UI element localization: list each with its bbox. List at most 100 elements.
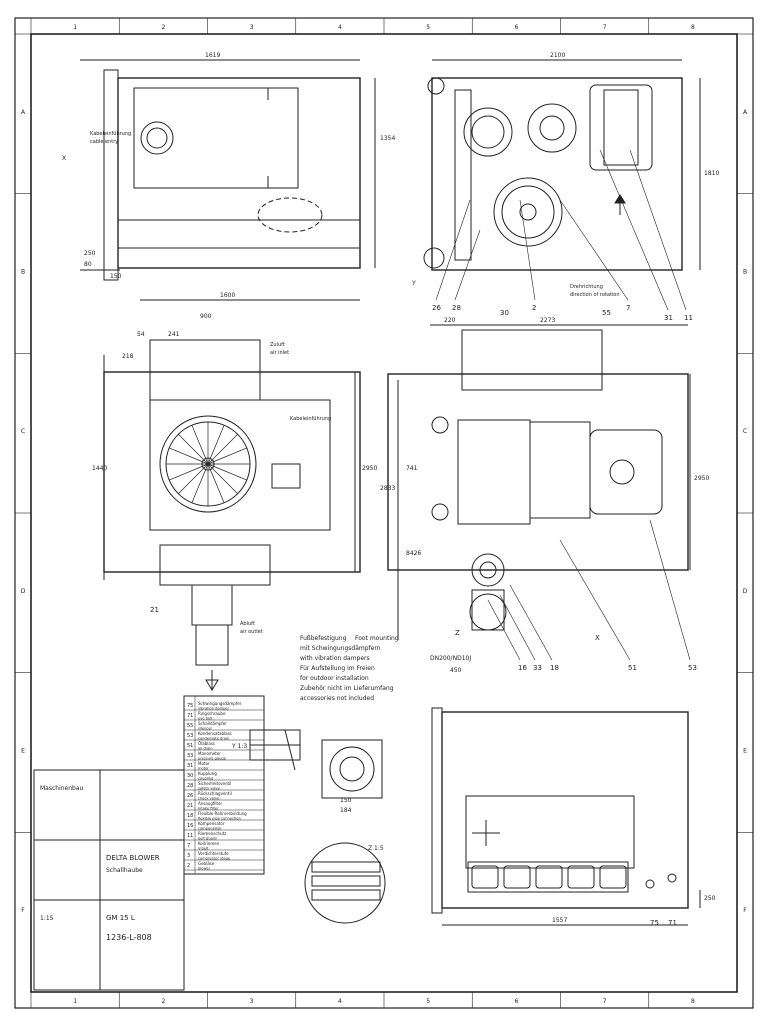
mark-z: Z — [455, 629, 460, 637]
label-cable-entry-de: Kabeleinführung — [90, 131, 131, 137]
grid-label-bottom: 2 — [161, 998, 165, 1005]
parts-row-desc-en: flexible pipe connection — [198, 817, 241, 821]
grid-label-left: A — [21, 109, 26, 116]
parts-row-desc: Riemenschutz — [198, 831, 226, 836]
parts-row-pos: 75 — [187, 703, 193, 709]
dim-mid-a: 900 — [200, 313, 212, 320]
view-bottom-right — [431, 707, 701, 926]
view-front-right — [423, 59, 701, 271]
note-line-7: Zubehör nicht im Lieferumfang — [300, 685, 394, 692]
parts-row-desc: Ölablass — [198, 741, 215, 746]
parts-row-desc-en: coupling — [198, 777, 213, 781]
grid-label-bottom: 1 — [73, 998, 77, 1005]
fan-spoke — [169, 447, 209, 465]
mark-x-top: X — [62, 155, 66, 162]
pos-71: 71 — [668, 919, 677, 927]
parts-row-desc-en: motor — [198, 767, 209, 771]
view-side-left — [80, 59, 376, 281]
parts-row-desc: Kupplung — [198, 771, 217, 776]
grid-label-right: A — [743, 109, 748, 116]
pos-30: 30 — [500, 309, 509, 317]
pos-11: 11 — [684, 314, 693, 322]
label-cable-entry-mid: Kabeleinführung — [290, 416, 331, 422]
parts-row-desc: Keilriemen — [198, 841, 220, 846]
parts-row-pos: 21 — [187, 803, 193, 809]
title-block — [33, 769, 185, 991]
grid-label-bottom: 8 — [691, 998, 695, 1005]
parts-row-desc: Kompensator — [198, 821, 225, 826]
dim-height-right: 1810 — [704, 170, 719, 177]
grid-label-bottom: 5 — [426, 998, 430, 1005]
fan-spoke — [178, 434, 209, 465]
parts-row-pos: 16 — [187, 823, 193, 829]
parts-row-desc-en: safety valve — [198, 787, 221, 791]
parts-row-desc: Sicherheitsventil — [198, 781, 231, 786]
callouts-mid — [487, 519, 691, 661]
parts-row-desc: Gebläse — [198, 861, 215, 866]
parts-row-desc-en: intake filter — [198, 807, 219, 811]
dim-r4: 2833 — [380, 485, 395, 492]
parts-row-desc-en: pressure gauge — [198, 757, 227, 761]
parts-row-desc-en: check valve — [198, 797, 220, 801]
grid-label-right: C — [743, 428, 747, 435]
pos-75: 75 — [650, 919, 659, 927]
pos-21: 21 — [150, 606, 159, 614]
dim-mid-d: 218 — [122, 353, 134, 360]
dim-height-left: 1354 — [380, 135, 395, 142]
notes-block: Fußbefestigung Foot mounting mit Schwing… — [300, 635, 399, 702]
fan-spoke — [207, 463, 247, 481]
tb-title2: Schallhaube — [106, 867, 143, 874]
parts-row-pos: 3 — [187, 853, 190, 859]
dim-bottom-h: 250 — [704, 895, 716, 902]
pos-2: 2 — [532, 304, 536, 312]
parts-row-desc: Verdichterstufe — [198, 851, 229, 856]
fan-spoke — [191, 425, 209, 465]
parts-row-desc-en: eye bolt — [198, 717, 213, 721]
grid-label-left: D — [21, 588, 26, 595]
note-line-2: Foot mounting — [355, 635, 399, 642]
grid-label-right: F — [743, 907, 747, 914]
pos-18: 18 — [550, 664, 559, 672]
grid-label-bottom: 3 — [250, 998, 254, 1005]
note-line-6: for outdoor installation — [300, 675, 369, 682]
label-supply-de: Zuluft — [270, 342, 285, 348]
callouts-top — [435, 149, 687, 311]
note-line-5: Für Aufstellung im Freien — [300, 665, 375, 672]
fan-spoke — [207, 463, 225, 503]
tb-title1: DELTA BLOWER — [106, 854, 160, 862]
pos-31: 31 — [664, 314, 673, 322]
grid-label-top: 6 — [514, 24, 518, 31]
detail-z-label: Z 1:5 — [368, 845, 384, 852]
dim-mid-b: 241 — [168, 331, 180, 338]
grid-label-bottom: 4 — [338, 998, 342, 1005]
parts-row-desc: Motor — [198, 761, 210, 766]
grid-label-left: F — [21, 907, 25, 914]
grid-label-top: 1 — [73, 24, 77, 31]
grid-label-left: E — [21, 748, 25, 755]
grid-label-left: B — [21, 269, 25, 276]
grid-label-top: 7 — [603, 24, 607, 31]
parts-row-pos: 2 — [187, 863, 190, 869]
parts-row-desc: Kondensatablass — [198, 731, 232, 736]
parts-row-pos: 18 — [187, 813, 193, 819]
parts-row-pos: 26 — [187, 793, 193, 799]
parts-row-desc: Flexible Rohrverbindung — [198, 811, 247, 816]
dim-mid-width: 1600 — [220, 292, 235, 299]
label-cable-entry-en: cable entry — [90, 139, 118, 145]
parts-row-desc: Manometer — [198, 751, 221, 756]
grid-label-bottom: 7 — [603, 998, 607, 1005]
dim-small-b: 150 — [110, 273, 122, 280]
detail-flange-b: 150 — [340, 797, 352, 804]
tb-drawing-no: GM 15 L — [106, 914, 135, 922]
parts-row-desc-en: V-belt — [198, 847, 209, 851]
fan-spoke — [207, 447, 247, 465]
dim-top-width: 1619 — [205, 52, 220, 59]
pos-26: 26 — [432, 304, 441, 312]
fan-spoke — [169, 463, 209, 481]
label-exhaust-de: Abluft — [240, 621, 255, 627]
tb-scale: 1:15 — [40, 915, 54, 922]
parts-row-desc-en: compressor stage — [198, 857, 231, 861]
dim-r5: 8426 — [406, 550, 421, 557]
detail-y — [249, 729, 301, 771]
